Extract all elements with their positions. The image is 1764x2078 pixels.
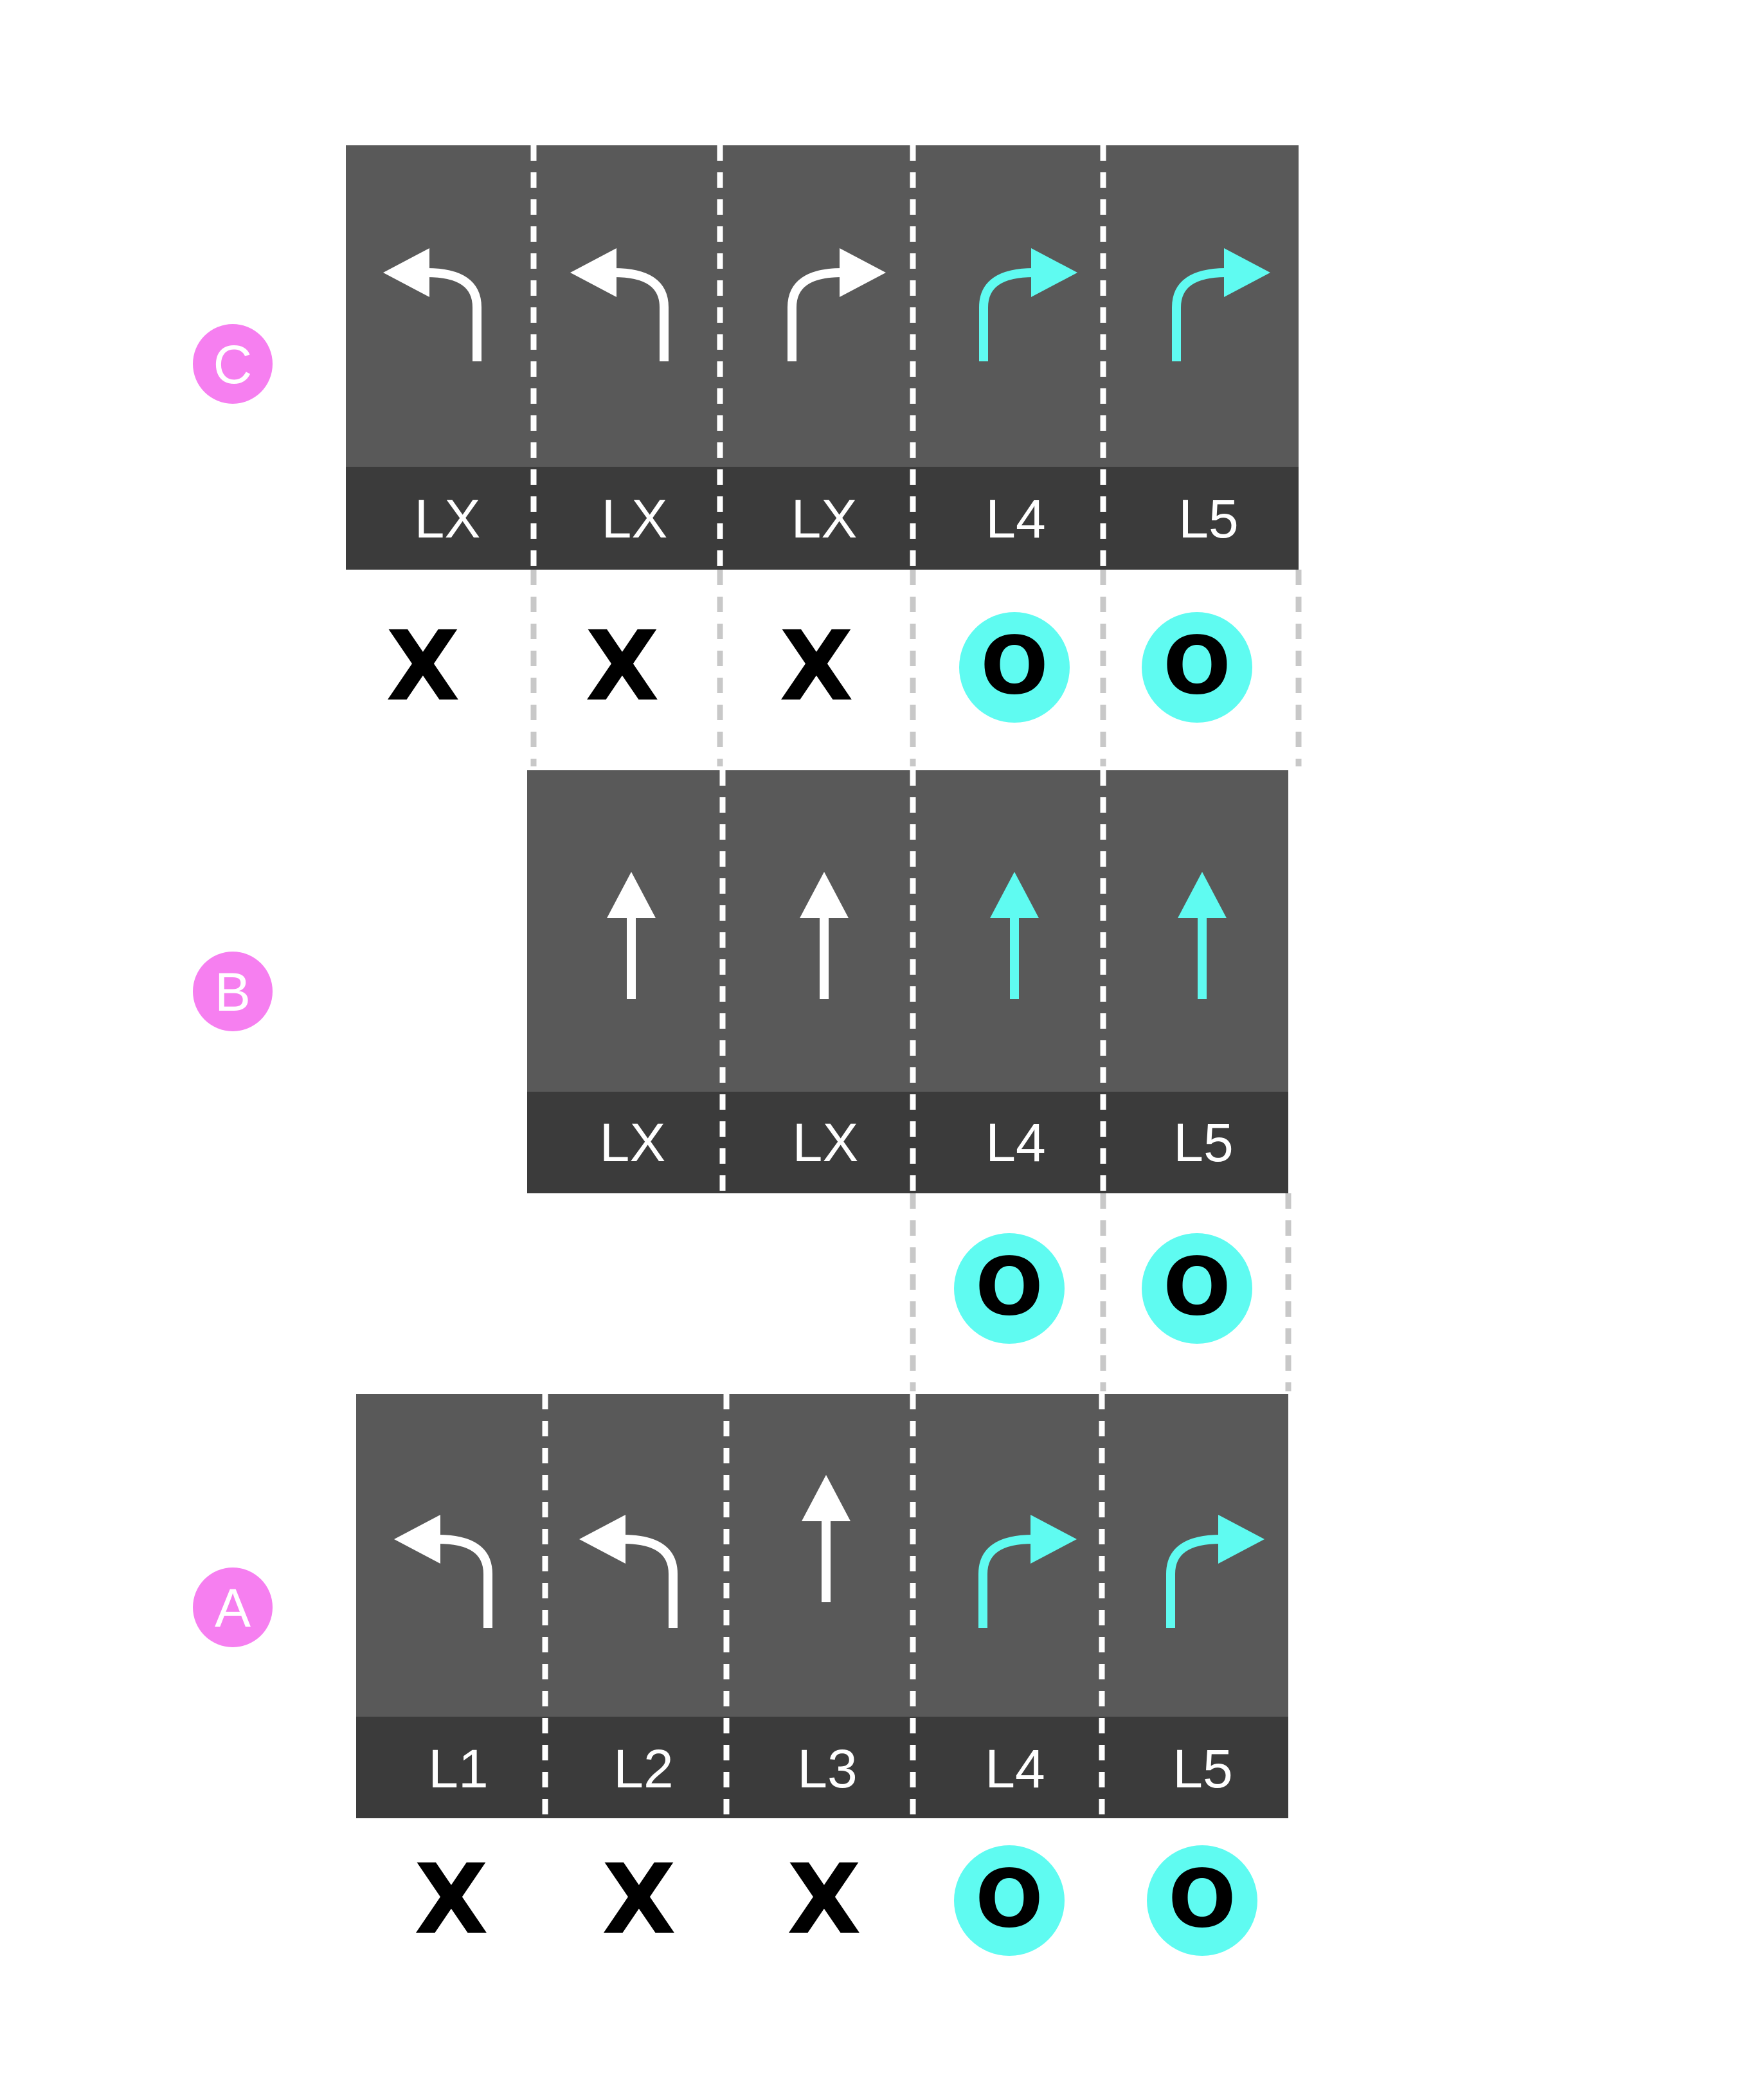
road-surface [527, 770, 1288, 1092]
result-o-badge [954, 1233, 1065, 1344]
result-o-mark: O [975, 1241, 1043, 1333]
lane: L2X [579, 1515, 678, 1956]
lane: L5O [1147, 1515, 1264, 1956]
lane: L4O [954, 872, 1065, 1344]
section-badge [193, 324, 273, 404]
result-o-mark: O [1163, 620, 1230, 712]
result-o-badge [1142, 1233, 1252, 1344]
result-x-mark: X [779, 611, 854, 723]
lane-label: L4 [985, 1739, 1045, 1799]
result-x-mark: X [602, 1844, 676, 1956]
straight-arrow-icon [1178, 872, 1227, 999]
lane: L4O [954, 1515, 1077, 1956]
lane-label: L3 [797, 1739, 857, 1799]
result-o-badge [959, 612, 1070, 723]
road-surface [346, 145, 1299, 467]
turn-right-arrow-icon [788, 248, 886, 361]
lane-label: L5 [1173, 1112, 1233, 1173]
lane: L1X [394, 1515, 492, 1956]
turn-left-arrow-icon [579, 1515, 678, 1628]
result-o-badge [1142, 612, 1252, 723]
lane-label-band [527, 1092, 1288, 1193]
result-x-mark: X [585, 611, 660, 723]
turn-right-arrow-icon [1166, 1515, 1264, 1628]
lane-label: L1 [428, 1739, 488, 1799]
result-x-mark: X [386, 611, 460, 723]
turn-right-arrow-icon [1172, 248, 1270, 361]
straight-arrow-icon [800, 872, 849, 999]
lane-label: L2 [613, 1739, 673, 1799]
straight-arrow-icon [607, 872, 656, 999]
lane: L3X [787, 1475, 861, 1956]
lane-label: L5 [1173, 1739, 1232, 1799]
straight-arrow-icon [802, 1475, 851, 1602]
section-badge [193, 1568, 273, 1647]
lane-label: L4 [986, 489, 1045, 549]
lane-label: L4 [986, 1112, 1045, 1173]
lane-label: LX [415, 489, 481, 549]
result-o-mark: O [1168, 1853, 1236, 1946]
lane: L5O [1142, 872, 1252, 1344]
lane-label-band [356, 1717, 1288, 1818]
result-o-badge [1147, 1845, 1257, 1956]
turn-right-arrow-icon [979, 248, 1077, 361]
lane-label: LX [602, 489, 668, 549]
lane: LX X [779, 248, 886, 723]
section-badge-label: B [215, 962, 251, 1022]
turn-left-arrow-icon [570, 248, 669, 361]
section-badge-label: C [213, 334, 253, 395]
result-o-mark: O [980, 620, 1048, 712]
lane-label: LX [791, 489, 858, 549]
lane-label-band [346, 467, 1299, 570]
result-o-badge [954, 1845, 1065, 1956]
result-x-mark: X [787, 1844, 861, 1956]
lane: LX X [570, 248, 669, 723]
turn-right-arrow-icon [978, 1515, 1077, 1628]
turn-left-arrow-icon [394, 1515, 492, 1628]
lane-label: L5 [1178, 489, 1238, 549]
section-badge-label: A [215, 1578, 251, 1638]
result-o-mark: O [1163, 1241, 1230, 1333]
lane-label: LX [793, 1112, 859, 1173]
lane: LX [600, 872, 666, 1173]
result-x-mark: X [414, 1844, 489, 1956]
straight-arrow-icon [990, 872, 1039, 999]
lane: LX [793, 872, 859, 1173]
turn-left-arrow-icon [383, 248, 482, 361]
lane: L4O [959, 248, 1077, 723]
lane: L5O [1142, 248, 1270, 723]
lane: LX X [383, 248, 482, 723]
section-badge [193, 952, 273, 1031]
lane-label: LX [600, 1112, 666, 1173]
result-o-mark: O [975, 1853, 1043, 1946]
